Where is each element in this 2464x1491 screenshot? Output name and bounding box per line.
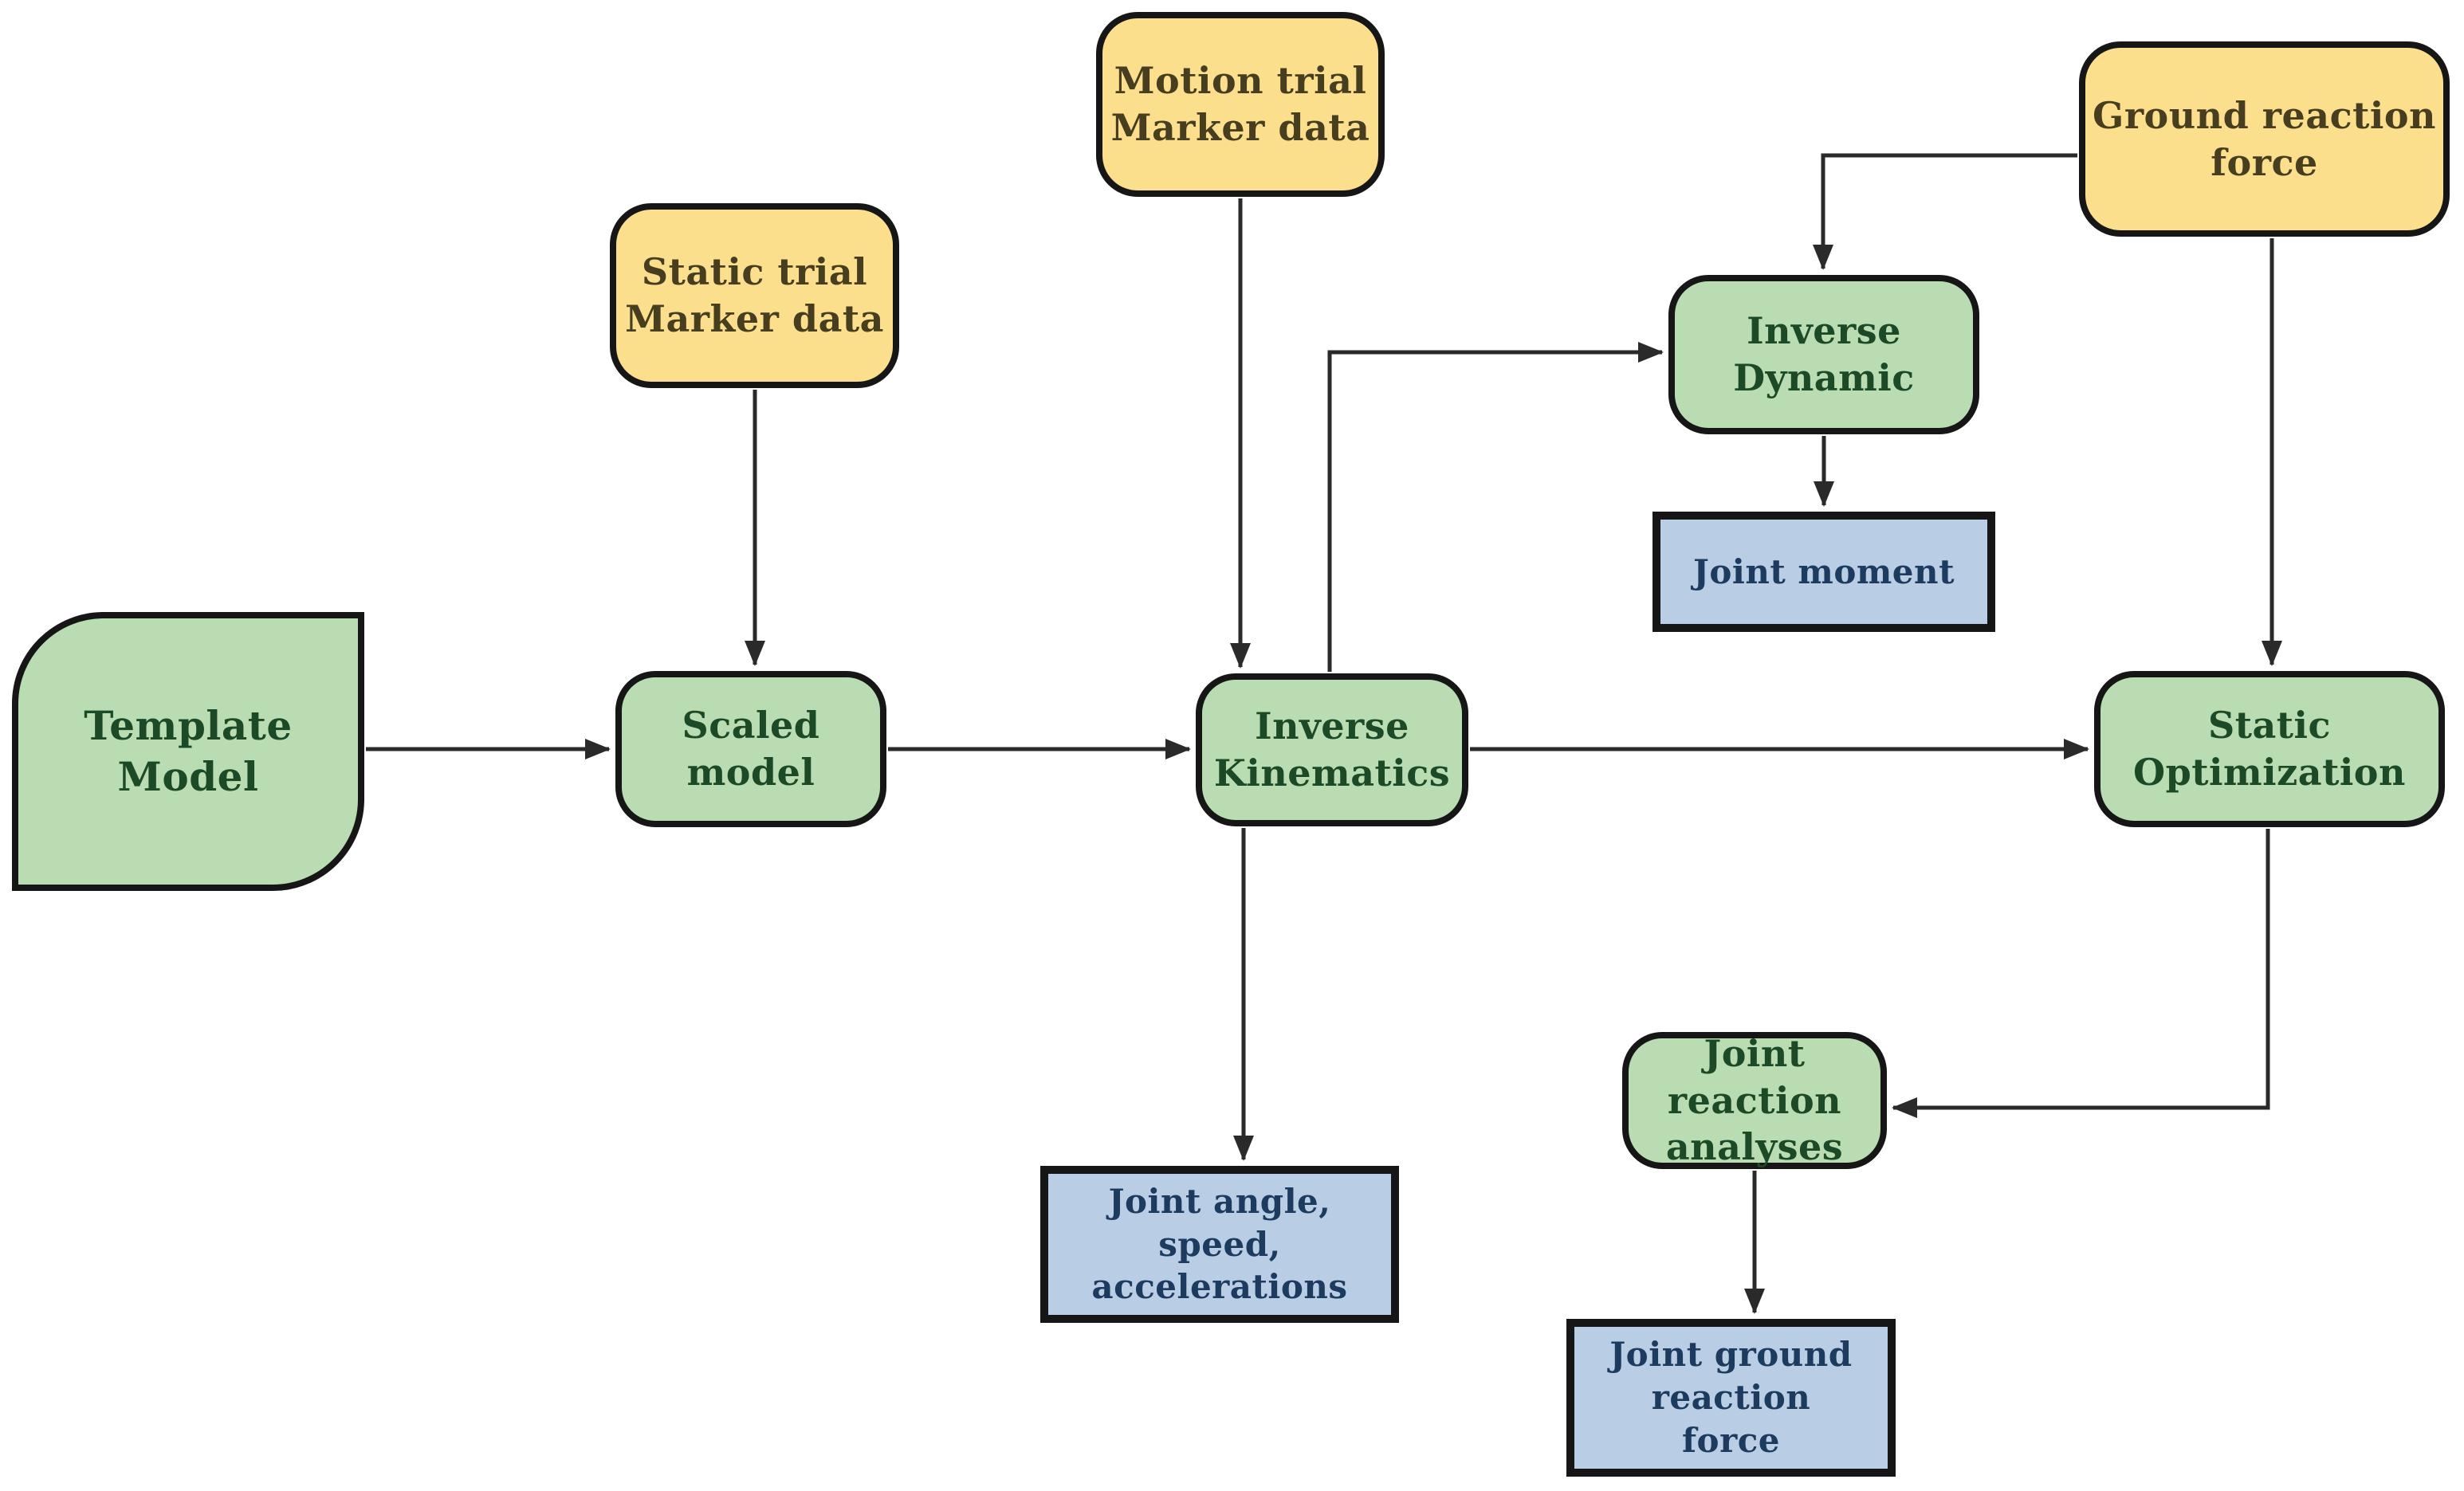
node-scaled-model: Scaled model xyxy=(615,671,886,827)
node-motion-trial-marker-data: Motion trial Marker data xyxy=(1096,12,1385,197)
node-template-model: Template Model xyxy=(12,612,364,891)
node-static-optimization: Static Optimization xyxy=(2094,671,2445,827)
node-ground-reaction-force: Ground reaction force xyxy=(2079,41,2450,237)
node-static-trial-marker-data: Static trial Marker data xyxy=(610,203,899,388)
node-joint-ground-reaction-force: Joint ground reaction force xyxy=(1566,1319,1896,1477)
connector-ground-reaction-to-inverse-dynamic xyxy=(1813,153,2077,270)
connector-static-optimization-to-joint-reaction xyxy=(1892,829,2270,1118)
node-joint-angle-speed-accelerations: Joint angle, speed, accelerations xyxy=(1040,1166,1399,1323)
node-joint-moment: Joint moment xyxy=(1652,512,1995,632)
node-joint-reaction-analyses: Joint reaction analyses xyxy=(1622,1032,1887,1169)
node-inverse-kinematics: Inverse Kinematics xyxy=(1196,673,1468,826)
node-inverse-dynamic: Inverse Dynamic xyxy=(1668,275,1979,434)
connector-inverse-kinematics-to-inverse-dynamic xyxy=(1327,342,1664,672)
